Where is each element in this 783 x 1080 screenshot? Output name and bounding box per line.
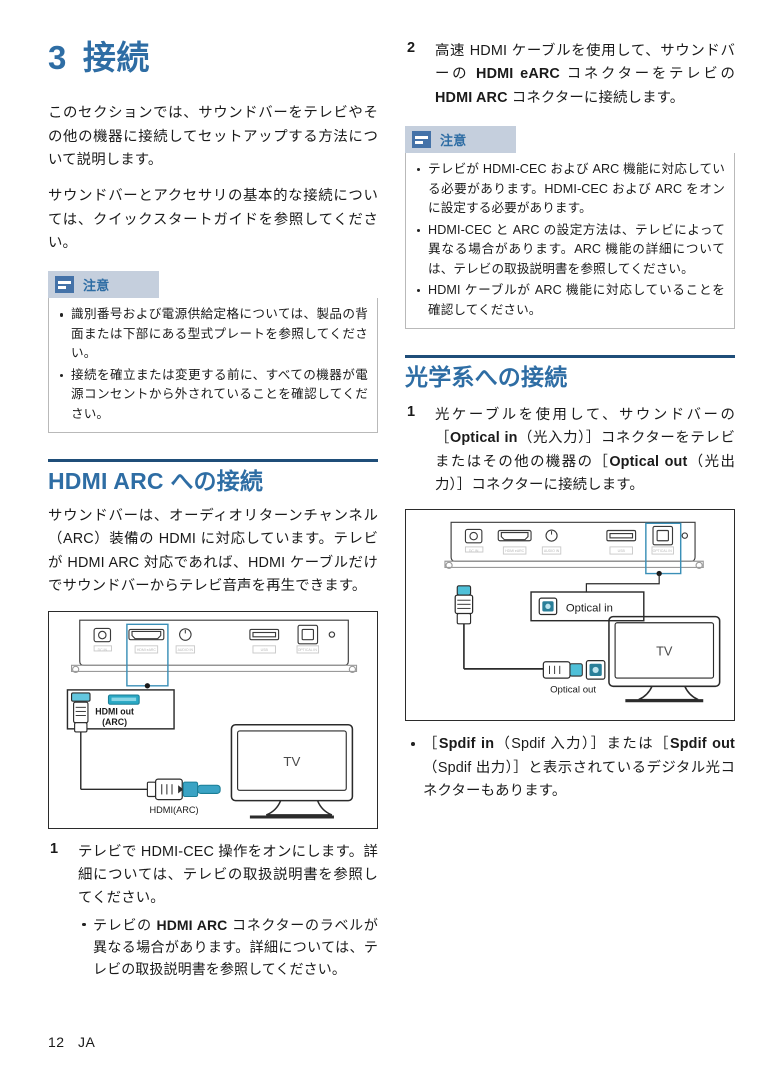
section-title: HDMI ARC への接続 [48, 468, 264, 495]
optical-diagram-svg: DC IN HDMI eARC AUDIO IN USB OPTICAL IN [444, 521, 721, 703]
note-document-icon [412, 130, 431, 148]
footer-page-number: 12 [48, 1034, 65, 1050]
hdmi-diagram-svg: DC IN HDMI eARC AUDIO IN USB OPTICAL IN [66, 620, 358, 819]
note-title: 注意 [440, 132, 467, 148]
intro-paragraph-2: サウンドバーとアクセサリの基本的な接続については、クイックスタートガイドを参照し… [48, 188, 378, 251]
svg-text:AUDIO IN: AUDIO IN [544, 549, 560, 553]
step-number: 1 [407, 403, 416, 420]
optical-section-heading: 光学系への接続 [405, 355, 735, 392]
list-item: 識別番号および電源供給定格については、製品の背面または下部にある型式プレートを参… [54, 305, 368, 364]
hdmi-steps-list: 1 テレビで HDMI-CEC 操作をオンにします。詳細については、テレビの取扱… [48, 841, 378, 981]
list-item: ［Spdif in（Spdif 入力）］または［Spdif out（Spdif … [405, 733, 735, 803]
svg-text:USB: USB [261, 648, 269, 652]
list-item: 接続を確立または変更する前に、すべての機器が電源コンセントから外されていることを… [54, 366, 368, 425]
tv-label: TV [656, 644, 673, 659]
list-item: テレビが HDMI-CEC および ARC 機能に対応している必要があります。H… [411, 160, 725, 219]
list-item: 1 テレビで HDMI-CEC 操作をオンにします。詳細については、テレビの取扱… [48, 841, 378, 981]
chapter-title: 3 接続 [48, 39, 378, 76]
note-body: 識別番号および電源供給定格については、製品の背面または下部にある型式プレートを参… [48, 298, 378, 434]
list-item: HDMI-CEC と ARC の設定方法は、テレビによって異なる場合があります。… [411, 221, 725, 280]
left-note-box: 注意 識別番号および電源供給定格については、製品の背面または下部にある型式プレー… [48, 271, 378, 434]
step-text: 光ケーブルを使用して、サウンドバーの［Optical in（光入力）］コネクター… [435, 406, 735, 493]
step-number: 1 [50, 840, 59, 857]
hdmi-callout-line1: HDMI out [95, 707, 134, 717]
optical-out-callout: Optical out [550, 685, 596, 696]
hdmi-step-2-list: 2 高速 HDMI ケーブルを使用して、サウンドバーの HDMI eARC コネ… [405, 40, 735, 110]
section-rule [405, 355, 735, 359]
step-number: 2 [407, 40, 416, 56]
left-note-list: 識別番号および電源供給定格については、製品の背面または下部にある型式プレートを参… [54, 305, 368, 424]
list-item: テレビの HDMI ARC コネクターのラベルが異なる場合があります。詳細につい… [78, 914, 378, 981]
step-text: テレビで HDMI-CEC 操作をオンにします。詳細については、テレビの取扱説明… [78, 843, 378, 907]
svg-text:DC IN: DC IN [98, 648, 108, 652]
footer-language: JA [77, 1034, 96, 1050]
hdmi-arc-connection-diagram: DC IN HDMI eARC AUDIO IN USB OPTICAL IN [48, 611, 378, 829]
svg-text:OPTICAL IN: OPTICAL IN [298, 648, 318, 652]
note-header: 注意 [405, 125, 516, 153]
svg-text:HDMI eARC: HDMI eARC [505, 549, 525, 553]
svg-text:DC IN: DC IN [469, 549, 479, 553]
note-header: 注意 [48, 271, 159, 299]
right-note-list: テレビが HDMI-CEC および ARC 機能に対応している必要があります。H… [411, 160, 725, 320]
hdmi-arc-paragraph: サウンドバーは、オーディオリターンチャンネル（ARC）装備の HDMI に対応し… [48, 508, 378, 595]
intro-paragraph-1: このセクションでは、サウンドバーをテレビやその他の機器に接続してセットアップする… [48, 105, 378, 168]
svg-text:HDMI eARC: HDMI eARC [137, 648, 157, 652]
optical-bullets: ［Spdif in（Spdif 入力）］または［Spdif out（Spdif … [405, 733, 735, 803]
svg-text:AUDIO IN: AUDIO IN [178, 648, 194, 652]
right-column: 2 高速 HDMI ケーブルを使用して、サウンドバーの HDMI eARC コネ… [405, 40, 735, 803]
hdmi-callout-line2: (ARC) [102, 717, 127, 727]
svg-text:OPTICAL IN: OPTICAL IN [653, 549, 673, 553]
list-item: 1 光ケーブルを使用して、サウンドバーの［Optical in（光入力）］コネク… [405, 404, 735, 497]
hdmi-cable-label: HDMI(ARC) [149, 805, 198, 815]
chapter-number: 3 [48, 39, 67, 76]
list-item: HDMI ケーブルが ARC 機能に対応していることを確認してください。 [411, 281, 725, 320]
section-rule [48, 459, 378, 463]
note-title: 注意 [83, 278, 110, 294]
note-document-icon [55, 276, 74, 294]
page-footer: 12 JA [48, 1034, 95, 1050]
tv-label: TV [283, 754, 300, 769]
optical-connection-diagram: DC IN HDMI eARC AUDIO IN USB OPTICAL IN [405, 509, 735, 722]
step-subitems: テレビの HDMI ARC コネクターのラベルが異なる場合があります。詳細につい… [78, 914, 378, 981]
left-column: 3 接続 このセクションでは、サウンドバーをテレビやその他の機器に接続してセット… [48, 39, 378, 993]
hdmi-arc-section-heading: HDMI ARC への接続 [48, 459, 378, 496]
optical-in-callout: Optical in [566, 603, 613, 615]
svg-text:USB: USB [618, 549, 626, 553]
step-text: 高速 HDMI ケーブルを使用して、サウンドバーの HDMI eARC コネクタ… [435, 43, 735, 106]
optical-steps-list: 1 光ケーブルを使用して、サウンドバーの［Optical in（光入力）］コネク… [405, 404, 735, 497]
right-note-box: 注意 テレビが HDMI-CEC および ARC 機能に対応している必要がありま… [405, 125, 735, 330]
section-title: 光学系への接続 [405, 364, 568, 391]
note-body: テレビが HDMI-CEC および ARC 機能に対応している必要があります。H… [405, 152, 735, 330]
list-item: 2 高速 HDMI ケーブルを使用して、サウンドバーの HDMI eARC コネ… [405, 40, 735, 110]
chapter-heading-text: 接続 [82, 39, 150, 76]
